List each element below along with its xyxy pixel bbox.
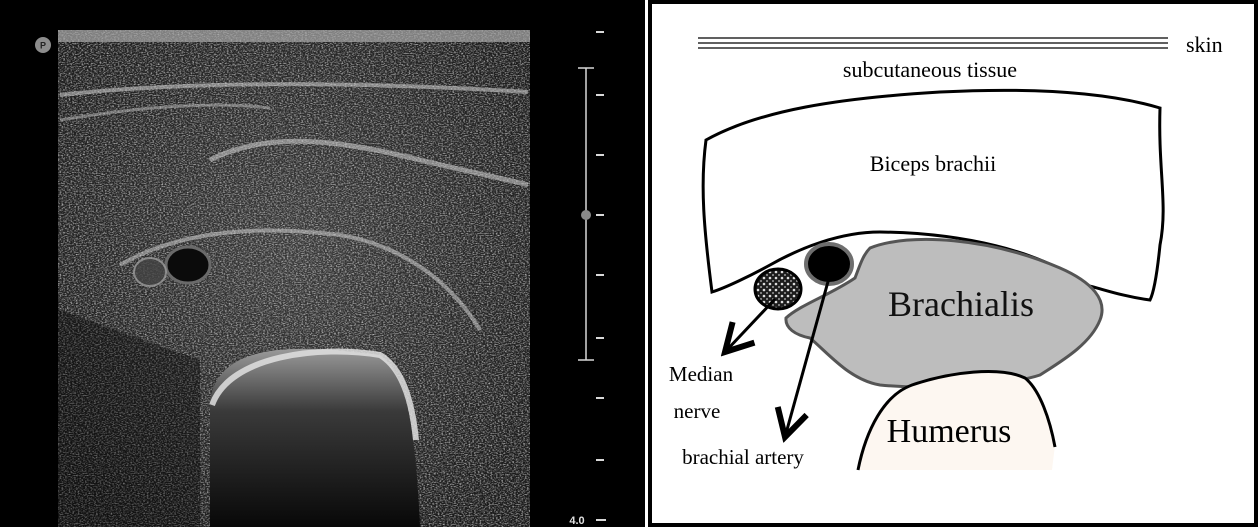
label-median-nerve-line2: nerve [674, 399, 721, 423]
label-median-nerve-line1: Median [669, 362, 734, 386]
label-biceps: Biceps brachii [870, 151, 996, 176]
label-brachial-artery: brachial artery [682, 445, 804, 469]
us-brachial-artery [166, 247, 210, 283]
schematic-panel: skin subcutaneous tissue Biceps brachii … [650, 2, 1256, 525]
label-subcutaneous: subcutaneous tissue [843, 57, 1017, 82]
label-skin: skin [1186, 32, 1223, 57]
probe-marker-label: P [40, 41, 46, 51]
us-median-nerve [134, 258, 166, 286]
us-skin-line [58, 30, 530, 42]
label-brachialis: Brachialis [888, 284, 1034, 324]
ultrasound-panel: P 4.0 [0, 0, 645, 527]
label-humerus: Humerus [887, 413, 1012, 450]
us-humerus [210, 349, 420, 527]
depth-label: 4.0 [569, 515, 584, 527]
median-nerve-shape [755, 269, 801, 309]
focus-point-icon [581, 210, 591, 220]
